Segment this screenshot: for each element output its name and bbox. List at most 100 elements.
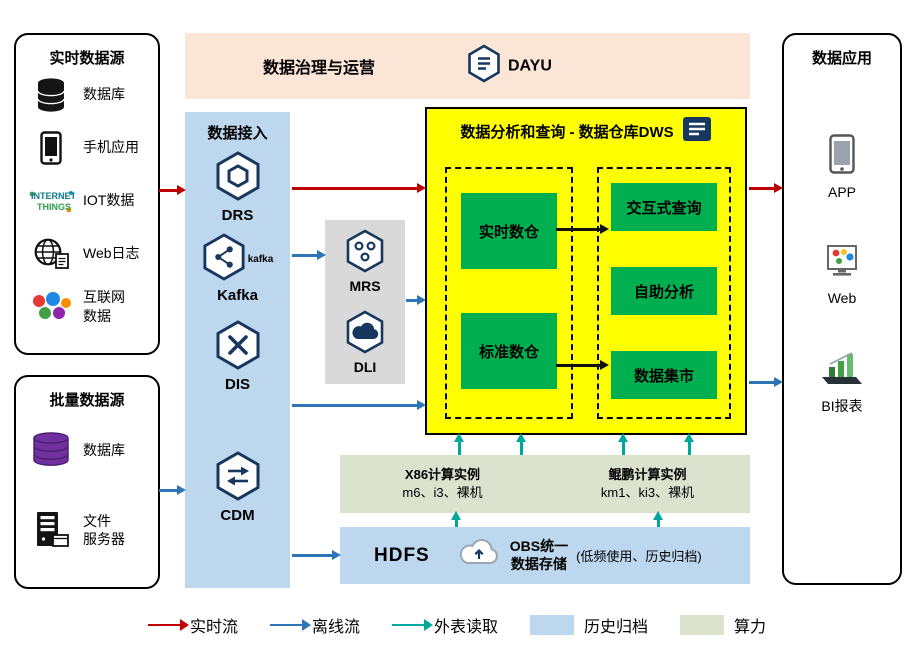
- warehouse-dashed-group: [445, 167, 573, 419]
- dayu-hexagon-icon: [467, 44, 501, 88]
- dli-hexagon-icon: [345, 310, 385, 359]
- globe-icon: [26, 238, 76, 270]
- ingestion-label: DIS: [224, 376, 250, 393]
- source-label: 互联网 数据: [83, 289, 125, 324]
- source-row-iot: INTERNET THINGS IOT数据: [16, 174, 158, 227]
- legend-label: 算力: [734, 619, 767, 636]
- dws-title: 数据分析和查询 - 数据仓库DWS: [460, 123, 674, 141]
- source-row-mobile: 手机应用: [16, 121, 158, 174]
- obs-title-line2: 数据存储: [510, 555, 567, 572]
- offline-flow-arrow-dis-to-dws: [292, 400, 426, 409]
- obs-cloud-icon: [456, 538, 502, 573]
- iot-word-internet: INTERNET: [31, 191, 75, 201]
- kafka-logo-text: kafka: [247, 254, 274, 265]
- realtime-flow-arrow-ingest-to-dws: [292, 183, 426, 192]
- internet-data-icon: [26, 291, 76, 323]
- legend-label: 外表读取: [433, 619, 498, 636]
- interactive-query-box: 交互式查询: [611, 183, 717, 231]
- obs-title-line1: OBS统一: [509, 538, 569, 554]
- source-row-file-server: 文件 服务器: [16, 490, 158, 570]
- external-read-arrow-hdfs-to-compute-2: [653, 511, 662, 527]
- legend: 实时流 离线流 外表读取 历史归档 算力: [0, 613, 914, 637]
- offline-flow-arrow-kafka-to-mrs: [292, 250, 326, 259]
- realtime-sources-panel: 实时数据源 数据库 手机应用: [14, 33, 160, 355]
- self-service-analysis-box: 自助分析: [611, 267, 717, 315]
- app-label: APP: [827, 184, 856, 200]
- x86-compute-col: X86计算实例 m6、i3、裸机: [340, 455, 545, 513]
- processing-item-dli: DLI: [345, 310, 385, 375]
- compute-instances-bar: X86计算实例 m6、i3、裸机 鲲鹏计算实例 km1、ki3、裸机: [340, 455, 750, 513]
- web-icon: [821, 244, 863, 285]
- legend-item-offline-flow: 离线流: [269, 613, 360, 637]
- app-label: BI报表: [821, 398, 863, 414]
- standard-warehouse-box: 标准数仓: [461, 313, 557, 389]
- source-row-database: 数据库: [16, 68, 158, 121]
- ingestion-item-kafka: kafka Kafka: [202, 233, 274, 304]
- realtime-flow-arrow-dws-to-app: [749, 183, 783, 192]
- iot-wordcloud-icon: INTERNET THINGS: [26, 186, 76, 216]
- ingestion-item-drs: DRS: [215, 151, 261, 224]
- services-dashed-group: [597, 167, 731, 419]
- data-mart-box: 数据集市: [611, 351, 717, 399]
- ingestion-item-cdm: CDM: [215, 451, 261, 524]
- governance-banner: 数据治理与运营 DAYU: [185, 33, 750, 99]
- realtime-warehouse-box: 实时数仓: [461, 193, 557, 269]
- arrow-standard-wh-to-data-mart: [556, 360, 609, 369]
- source-label: 数据库: [83, 441, 125, 458]
- realtime-flow-arrow-src-to-ingest: [159, 185, 186, 194]
- kunpeng-compute-col: 鲲鹏计算实例 km1、ki3、裸机: [545, 455, 750, 513]
- offline-flow-arrow-mrs-to-dws: [406, 295, 426, 304]
- app-label: Web: [827, 290, 857, 306]
- legend-label: 实时流: [189, 619, 238, 636]
- batch-sources-panel: 批量数据源 数据库: [14, 375, 160, 589]
- source-label: 文件 服务器: [83, 512, 125, 547]
- cdm-hexagon-icon: [215, 451, 261, 506]
- mobile-phone-icon: [26, 130, 76, 165]
- dayu-group: DAYU: [467, 44, 552, 88]
- ingestion-label: CDM: [220, 507, 255, 524]
- bi-report-icon: [820, 350, 864, 391]
- obs-note: (低频使用、历史归档): [576, 549, 702, 564]
- compute-power-swatch: [680, 615, 725, 635]
- arrow-realtime-wh-to-interactive-query: [556, 224, 609, 233]
- realtime-sources-title: 实时数据源: [49, 50, 125, 67]
- ingestion-item-dis: DIS: [215, 320, 261, 393]
- source-label: 数据库: [83, 86, 125, 103]
- external-read-arrow-compute-to-dws-4: [684, 433, 693, 455]
- batch-sources-title: 批量数据源: [49, 392, 125, 409]
- database-icon: [26, 77, 76, 113]
- legend-item-realtime-flow: 实时流: [147, 613, 238, 637]
- processing-label: MRS: [349, 278, 381, 294]
- file-server-icon: [26, 511, 76, 549]
- offline-flow-arrow-dws-to-web: [749, 377, 783, 386]
- drs-hexagon-icon: [215, 151, 261, 206]
- mrs-hexagon-icon: [345, 229, 385, 278]
- external-read-arrow-compute-to-dws-1: [454, 433, 463, 455]
- source-row-weblog: Web日志: [16, 227, 158, 280]
- dws-warehouse-panel: 数据分析和查询 - 数据仓库DWS 实时数仓 标准数仓 交互式查询 自助分析 数…: [425, 107, 747, 435]
- offline-flow-arrow-batch-to-ingest: [159, 485, 186, 494]
- hdfs-label: HDFS: [374, 544, 430, 566]
- external-read-arrow-compute-to-dws-2: [516, 433, 525, 455]
- realtime-flow-arrow-icon: [147, 619, 189, 630]
- kafka-icon-row: kafka: [202, 233, 274, 286]
- app-item-bi: BI报表: [784, 350, 900, 416]
- ingestion-label: Kafka: [217, 287, 258, 304]
- legend-item-compute-power: 算力: [680, 613, 766, 637]
- kunpeng-compute-title: 鲲鹏计算实例: [608, 467, 687, 483]
- kunpeng-compute-spec: km1、ki3、裸机: [600, 485, 695, 500]
- source-label: 手机应用: [83, 139, 139, 156]
- kafka-hexagon-icon: [202, 233, 246, 286]
- governance-title: 数据治理与运营: [263, 60, 376, 77]
- legend-label: 历史归档: [584, 619, 649, 636]
- app-item-web: Web: [784, 244, 900, 306]
- processing-item-mrs: MRS: [345, 229, 385, 294]
- x86-compute-spec: m6、i3、裸机: [402, 485, 483, 500]
- obs-title: OBS统一 数据存储: [510, 538, 568, 573]
- storage-bar: HDFS OBS统一 数据存储 (低频使用、历史归档): [340, 527, 750, 584]
- source-label: Web日志: [83, 245, 140, 262]
- offline-flow-arrow-icon: [269, 619, 311, 630]
- data-applications-title: 数据应用: [811, 50, 872, 67]
- ingestion-label: DRS: [221, 207, 254, 224]
